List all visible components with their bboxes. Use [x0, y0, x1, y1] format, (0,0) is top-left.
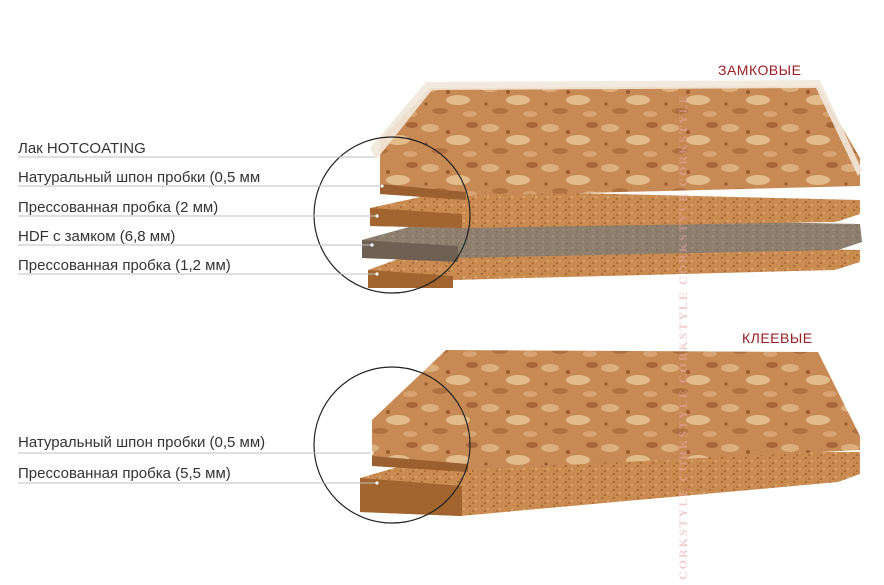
lock-bottom-cork-front	[368, 270, 453, 288]
glue-marker-dot	[375, 481, 379, 485]
lock-leader-lines	[18, 156, 380, 275]
lock-layer-veneer: Натуральный шпон пробки (0,5 мм	[18, 169, 261, 186]
lock-veneer-front	[380, 184, 466, 200]
lock-magnifier-circle	[313, 136, 471, 294]
lock-marker-dot	[380, 184, 384, 188]
glue-title: КЛЕЕВЫЕ	[742, 330, 813, 346]
glue-board	[360, 350, 860, 516]
lock-press-cork-front	[370, 208, 462, 228]
lock-marker-dot	[375, 214, 379, 218]
glue-veneer-front	[372, 456, 468, 472]
glue-veneer-top	[372, 350, 860, 470]
lock-marker-dot	[375, 272, 379, 276]
lock-veneer-top	[380, 86, 860, 196]
glue-marker-dot	[370, 451, 374, 455]
lock-press-cork-layer	[370, 190, 860, 228]
glue-press-cork-front	[360, 478, 462, 516]
glue-magnifier-circle	[313, 366, 471, 524]
lock-board	[362, 80, 862, 288]
glue-layer-veneer: Натуральный шпон пробки (0,5 мм)	[18, 434, 266, 451]
lock-hdf-front	[362, 240, 458, 262]
watermark: CORKSTYLE CORKSTYLE CORKSTYLE CORKSTYLE …	[676, 93, 690, 580]
glue-layer-press-cork: Прессованная пробка (5,5 мм)	[18, 465, 231, 482]
lock-layer-lacquer: Лак HOTCOATING	[18, 140, 146, 157]
lock-title: ЗАМКОВЫЕ	[718, 62, 802, 78]
lock-marker-dot	[370, 243, 374, 247]
lock-layer-hdf: HDF с замком (6,8 мм)	[18, 228, 176, 245]
lock-layer-bottom-cork: Прессованная пробка (1,2 мм)	[18, 257, 231, 274]
glue-leader-lines	[18, 452, 376, 484]
lock-layer-press-cork: Прессованная пробка (2 мм)	[18, 199, 219, 216]
